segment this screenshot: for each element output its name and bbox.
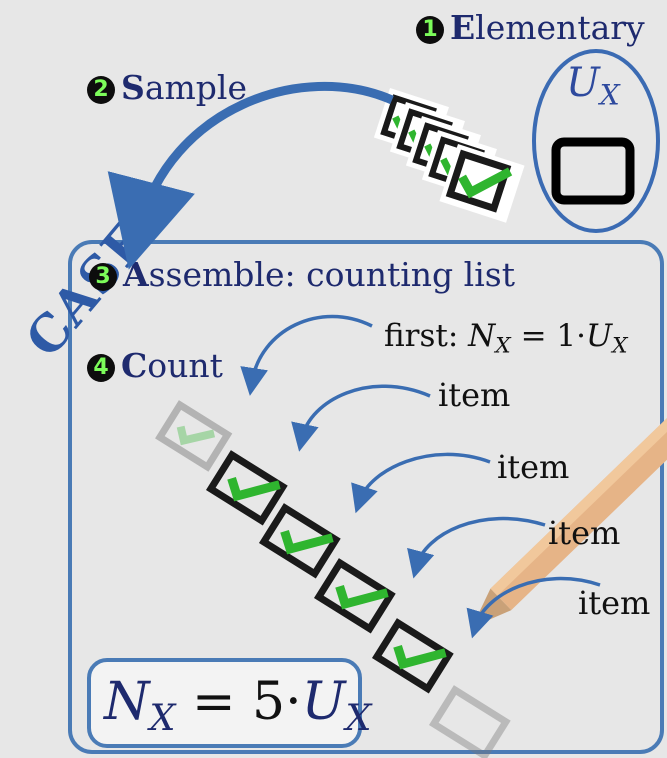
first-N: N <box>468 318 496 354</box>
unit-symbol-base: U <box>566 60 600 106</box>
count-label-item-1: item <box>438 376 511 414</box>
checkbox-1 <box>155 400 233 472</box>
step-number-4: 4 <box>87 354 115 382</box>
result-U: U <box>301 672 346 732</box>
result-formula: NX = 5·UX <box>104 672 371 739</box>
step-number-1: 1 <box>416 16 444 44</box>
count-label-item-2: item <box>497 448 570 486</box>
result-U-sub: X <box>345 695 372 739</box>
step-number-3: 3 <box>89 263 117 291</box>
checkbox-4 <box>313 558 396 634</box>
unit-oval <box>532 49 660 233</box>
checkbox-3 <box>258 503 341 579</box>
count-arrow-2 <box>291 384 431 452</box>
first-U-sub: X <box>612 333 628 359</box>
count-label-item-4: item <box>578 584 651 622</box>
count-arrow-3 <box>351 452 491 514</box>
first-mid: = 1· <box>510 318 587 354</box>
first-prefix: first: <box>384 318 469 354</box>
checkbox-6 <box>428 685 511 758</box>
step-4-rest: ount <box>147 346 223 385</box>
step-1-initial: E <box>450 8 476 47</box>
case-frame <box>68 240 664 754</box>
result-N: N <box>104 672 150 732</box>
step-2-rest: ample <box>144 68 248 107</box>
count-label-first: first: NX = 1·UX <box>384 318 628 359</box>
step-3-rest: ssemble: counting list <box>148 255 515 294</box>
empty-box-icon <box>551 137 635 205</box>
count-arrow-1 <box>240 314 373 396</box>
count-arrow-5 <box>466 576 601 639</box>
step-1-rest: lementary <box>475 8 645 47</box>
count-arrow-4 <box>407 516 546 579</box>
count-label-item-3: item <box>548 514 621 552</box>
step-2-initial: S <box>121 68 145 107</box>
checkbox-5 <box>371 618 454 694</box>
step-4-initial: C <box>121 346 148 385</box>
unit-symbol: UX <box>566 60 620 111</box>
checkbox-stack-icon <box>373 88 525 223</box>
unit-symbol-sub: X <box>599 78 620 112</box>
stack-card-5 <box>439 144 525 223</box>
step-number-2: 2 <box>87 76 115 104</box>
first-N-sub: X <box>495 333 511 359</box>
result-eq: = 5· <box>175 672 302 732</box>
result-N-sub: X <box>149 695 176 739</box>
first-U: U <box>586 318 613 354</box>
checkbox-2 <box>205 450 288 526</box>
result-box <box>87 658 362 748</box>
